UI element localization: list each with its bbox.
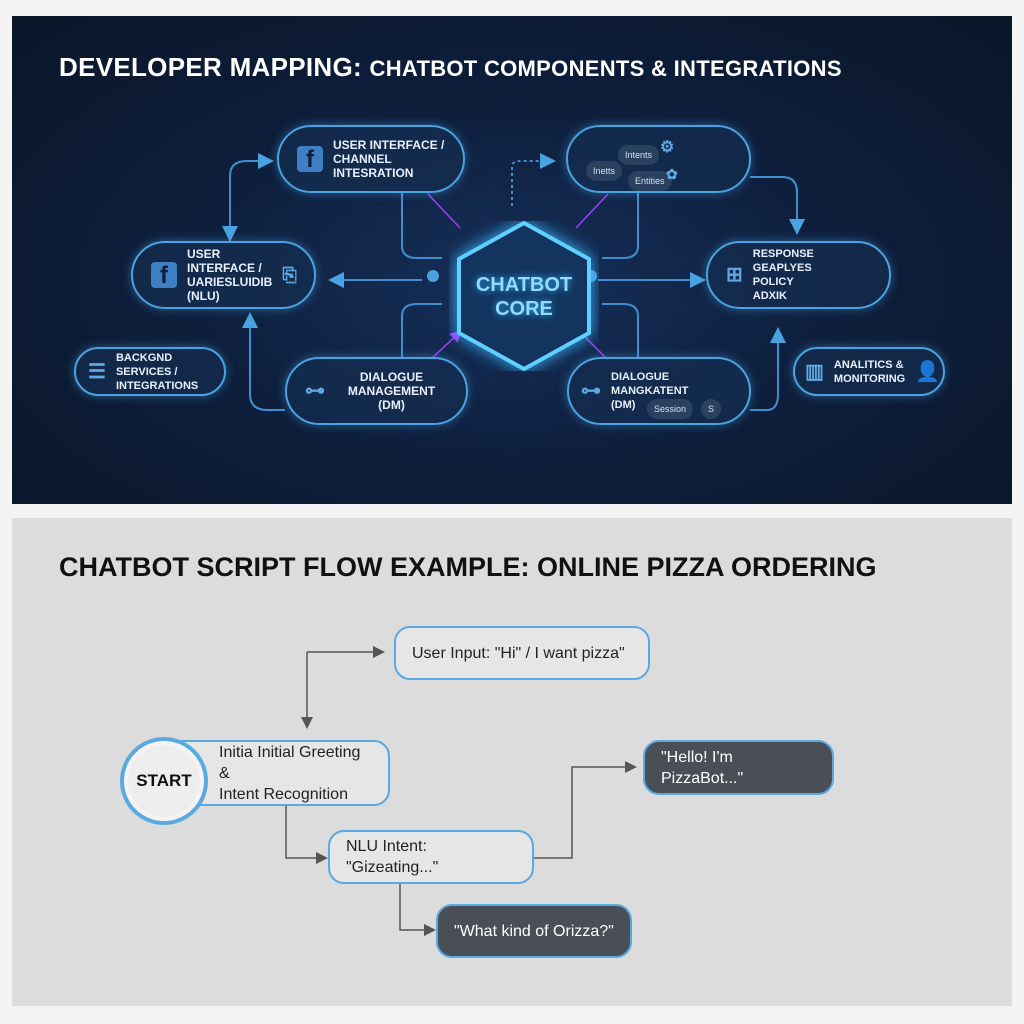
label: NLU Intent: "Gizeating..." xyxy=(346,838,439,876)
label: INTEGRATIONS xyxy=(115,379,199,392)
flow-connectors xyxy=(285,646,637,936)
greeting-step[interactable]: Initia Initial Greeting & Intent Recognit… xyxy=(162,740,390,806)
bar-chart-icon: ▥ xyxy=(805,360,824,383)
database-icon: ☰ xyxy=(88,360,106,383)
core-line1: CHATBOT xyxy=(475,274,573,296)
label: RESPONSE GEAPLYES xyxy=(752,248,814,274)
label: UARIESLUIDIB (NLU) xyxy=(187,275,273,303)
brain-icon: ⚙ xyxy=(660,139,675,156)
user-icon: 👤 xyxy=(915,360,941,383)
start-node[interactable]: START xyxy=(120,737,208,825)
node-response[interactable]: ⊞ RESPONSE GEAPLYES POLICY ADXIK xyxy=(706,241,891,309)
label: Initia Initial Greeting & xyxy=(219,743,361,782)
label: ADXIK xyxy=(752,290,787,302)
facebook-icon: f xyxy=(151,262,177,288)
node-ui-nlu[interactable]: f USER INTERFACE /UARIESLUIDIB (NLU) ⎘ xyxy=(131,241,316,309)
node-dm-right[interactable]: ⊶ DIALOGUE MANGKATENT (DM) Session S xyxy=(567,357,751,425)
label: USER INTERFACE / xyxy=(333,138,445,152)
facebook-icon: f xyxy=(297,146,323,172)
label: MANAGEMENT (DM) xyxy=(347,384,436,412)
user-input-step[interactable]: User Input: "Hi" / I want pizza" xyxy=(394,626,650,680)
chip-entities: Entities xyxy=(628,171,672,191)
architecture-title: DEVELOPER MAPPING: CHATBOT COMPONENTS & … xyxy=(59,52,842,82)
chip-inetts: Inetts xyxy=(586,161,623,181)
flow-title: CHATBOT SCRIPT FLOW EXAMPLE: ONLINE PIZZ… xyxy=(59,552,877,582)
flow-panel: CHATBOT SCRIPT FLOW EXAMPLE: ONLINE PIZZ… xyxy=(12,518,1012,1006)
window-icon: ⎘ xyxy=(282,265,297,285)
node-backend[interactable]: ☰ BACKGND SERVICES /INTEGRATIONS xyxy=(74,347,226,396)
label: START xyxy=(136,771,192,790)
what-kind-response[interactable]: "What kind of Orizza?" xyxy=(436,904,632,958)
label: "Hello! I'm PizzaBot..." xyxy=(661,748,744,787)
flow-icon: ⊶ xyxy=(581,380,601,402)
node-analytics[interactable]: ▥ ANALITICS &MONITORING 👤 xyxy=(793,347,945,396)
core-line2: CORE xyxy=(495,298,553,320)
hello-response[interactable]: "Hello! I'm PizzaBot..." xyxy=(643,740,834,795)
chip-intents: Intents xyxy=(618,145,660,165)
node-ui-channel[interactable]: f USER INTERFACE /CHANNEL INTESRATION xyxy=(277,125,465,193)
label: MONITORING xyxy=(833,372,906,385)
hierarchy-icon: ⊞ xyxy=(726,264,743,286)
label: ANALITICS & xyxy=(833,358,904,371)
label: DIALOGUE xyxy=(359,370,424,384)
nlu-intent-step[interactable]: NLU Intent: "Gizeating..." xyxy=(328,830,534,884)
label: POLICY xyxy=(752,276,794,288)
label: "What kind of Orizza?" xyxy=(454,922,614,940)
architecture-panel: DEVELOPER MAPPING: CHATBOT COMPONENTS & … xyxy=(12,16,1012,504)
label: User Input: "Hi" / I want pizza" xyxy=(412,644,625,662)
label: BACKGND SERVICES / xyxy=(115,351,178,378)
chip-session: Session xyxy=(647,399,694,419)
label: (DM) xyxy=(611,399,636,411)
label: Intent Recognition xyxy=(219,785,348,803)
chip-s: S xyxy=(701,399,722,419)
flow-icon: ⊶ xyxy=(305,380,325,402)
brain-icon: ✿ xyxy=(666,166,678,182)
node-nlu-intents[interactable]: Intents Inetts Entities ⚙ ✿ xyxy=(566,125,751,193)
label: CHANNEL INTESRATION xyxy=(333,152,414,180)
label: DIALOGUE MANGKATENT xyxy=(611,371,689,397)
label: USER INTERFACE / xyxy=(187,247,262,275)
